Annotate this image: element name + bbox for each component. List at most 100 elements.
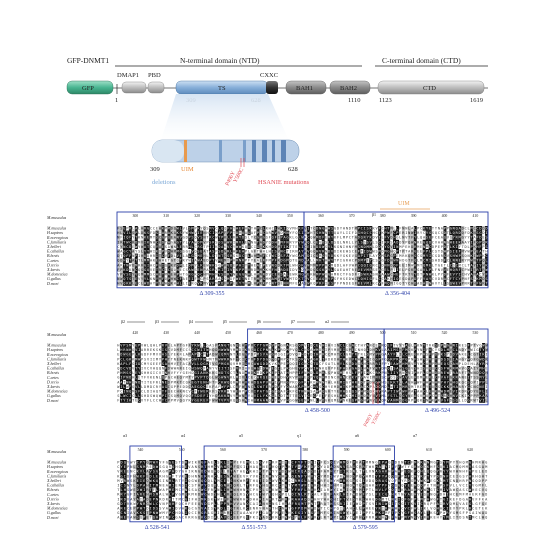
residue-glyph: I — [414, 231, 416, 235]
residue-glyph: P — [189, 357, 191, 361]
residue-glyph: P — [141, 357, 143, 361]
residue-glyph: E — [171, 390, 173, 394]
residue-cell — [280, 235, 284, 240]
residue-glyph: R — [485, 240, 488, 244]
residue-glyph: P — [405, 268, 407, 272]
residue-glyph: D — [316, 371, 318, 375]
residue-glyph: N — [156, 376, 158, 380]
residue-glyph: P — [206, 245, 208, 249]
residue-glyph: Q — [212, 348, 214, 352]
residue-glyph: S — [447, 282, 449, 286]
residue-cell — [458, 226, 462, 231]
residue-glyph: P — [482, 245, 484, 249]
residue-glyph: Q — [453, 231, 455, 235]
residue-glyph: I — [473, 367, 475, 371]
residue-cell — [401, 239, 405, 245]
residue-glyph: F — [281, 385, 283, 389]
residue-glyph: Q — [242, 231, 244, 235]
residue-glyph: G — [405, 371, 407, 375]
residue-glyph: H — [147, 371, 149, 375]
residue-glyph: F — [346, 273, 348, 277]
residue-glyph: H — [129, 348, 131, 352]
residue-glyph: S — [171, 394, 173, 398]
residue-cell — [407, 239, 411, 245]
residue-glyph: P — [123, 376, 125, 380]
residue-glyph: E — [165, 259, 167, 263]
residue-glyph: H — [459, 357, 461, 361]
residue-glyph: G — [150, 371, 152, 375]
residue-glyph: Y — [355, 240, 358, 244]
residue-glyph: D — [186, 236, 188, 240]
residue-glyph: D — [292, 268, 294, 272]
residue-glyph: E — [310, 394, 312, 398]
residue-glyph: A — [438, 240, 441, 244]
tick-label: 400 — [442, 214, 448, 218]
residue-glyph: N — [126, 376, 128, 380]
residue-glyph: Q — [227, 380, 229, 384]
residue-glyph: F — [334, 367, 336, 371]
residue-glyph: R — [269, 231, 272, 235]
residue-glyph: S — [132, 231, 134, 235]
residue-cell — [321, 239, 325, 245]
residue-cell — [238, 226, 242, 231]
residue-glyph: P — [361, 254, 363, 258]
residue-glyph: Q — [194, 282, 196, 286]
residue-glyph: I — [470, 240, 472, 244]
residue-glyph: R — [456, 231, 459, 235]
residue-glyph: P — [405, 240, 407, 244]
residue-glyph: T — [432, 227, 435, 231]
residue-glyph: E — [266, 263, 268, 267]
residue-glyph: E — [200, 250, 202, 254]
residue-glyph: H — [352, 380, 354, 384]
residue-glyph: P — [384, 362, 386, 366]
residue-glyph: N — [319, 380, 321, 384]
residue-glyph: Y — [367, 236, 370, 240]
residue-glyph: C — [192, 348, 194, 352]
residue-glyph: I — [192, 259, 194, 263]
ref-species-label: M.musculus — [46, 215, 67, 220]
residue-glyph: Q — [189, 394, 191, 398]
residue-glyph: S — [295, 357, 297, 361]
residue-glyph: C — [370, 231, 372, 235]
residue-glyph: N — [322, 380, 324, 384]
residue-glyph: H — [355, 385, 357, 389]
residue-glyph: F — [212, 282, 214, 286]
residue-glyph: C — [203, 385, 205, 389]
residue-cell — [327, 235, 331, 240]
residue-glyph: L — [209, 254, 211, 258]
residue-cell — [321, 235, 325, 240]
residue-glyph: A — [236, 227, 239, 231]
residue-glyph: C — [275, 254, 277, 258]
residue-cell — [119, 226, 123, 231]
residue-glyph: C — [390, 273, 392, 277]
residue-glyph: C — [147, 367, 149, 371]
residue-glyph: F — [411, 259, 413, 263]
residue-glyph: Q — [470, 380, 472, 384]
residue-glyph: I — [355, 394, 357, 398]
residue-glyph: G — [257, 245, 259, 249]
residue-glyph: D — [482, 277, 484, 281]
residue-glyph: H — [417, 371, 419, 375]
residue-glyph: P — [316, 282, 318, 286]
residue-glyph: I — [144, 380, 146, 384]
residue-glyph: F — [165, 367, 167, 371]
residue-cell — [298, 239, 302, 245]
residue-glyph: C — [126, 245, 128, 249]
residue-glyph: S — [485, 236, 487, 240]
residue-glyph: S — [275, 250, 277, 254]
residue-glyph: L — [147, 277, 149, 281]
residue-glyph: F — [248, 259, 250, 263]
residue-glyph: E — [399, 268, 401, 272]
residue-cell — [455, 239, 459, 245]
residue-glyph: F — [254, 250, 256, 254]
residue-glyph: N — [281, 357, 283, 361]
residue-glyph: V — [197, 236, 200, 240]
residue-cell — [277, 235, 281, 240]
residue-glyph: C — [248, 390, 250, 394]
residue-glyph: I — [473, 254, 475, 258]
residue-glyph: L — [230, 385, 232, 389]
residue-glyph: N — [117, 277, 119, 281]
residue-glyph: Q — [132, 385, 134, 389]
residue-glyph: N — [313, 245, 315, 249]
tick-label: 450 — [225, 331, 231, 335]
